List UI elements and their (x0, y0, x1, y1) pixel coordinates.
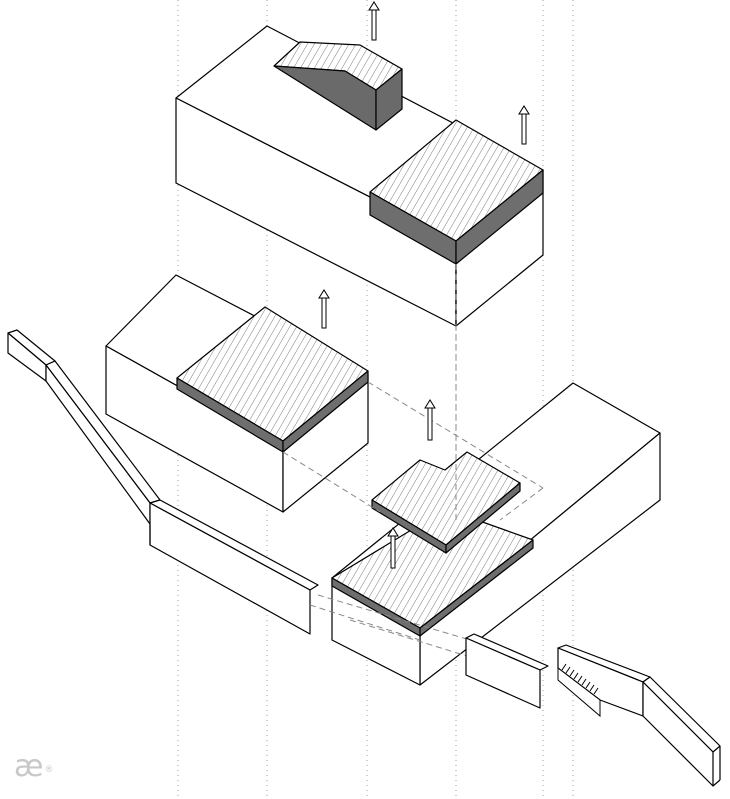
upper-roof-band-right (455, 169, 544, 265)
retaining-wall-left (7, 329, 319, 635)
floating-slab (371, 451, 521, 554)
upper-roof-volume (369, 119, 544, 326)
arrow-up-icon (424, 399, 436, 441)
registered-mark: ® (44, 765, 54, 775)
arrow-up-icon (387, 527, 399, 569)
wall-right-face-a (465, 637, 541, 709)
retaining-wall-right (465, 633, 721, 787)
skylight-side (375, 68, 403, 131)
projection-lines (282, 264, 544, 661)
lift-arrows (318, 1, 530, 569)
wall-right-face-b (557, 647, 644, 717)
arrow-up-icon (368, 1, 380, 41)
stair-outline (557, 666, 601, 718)
middle-roof-volume (176, 306, 369, 453)
stair (557, 663, 601, 718)
ground-roof-volume (331, 508, 534, 637)
arrow-up-icon (518, 105, 530, 145)
ground-roof-band-right (419, 539, 534, 637)
arrow-up-icon (318, 289, 330, 329)
brand-logo: æ ® (14, 752, 53, 786)
logo-mark: æ (14, 749, 44, 784)
floating-slab-band-right (445, 482, 521, 554)
skylight-volume (273, 41, 403, 131)
